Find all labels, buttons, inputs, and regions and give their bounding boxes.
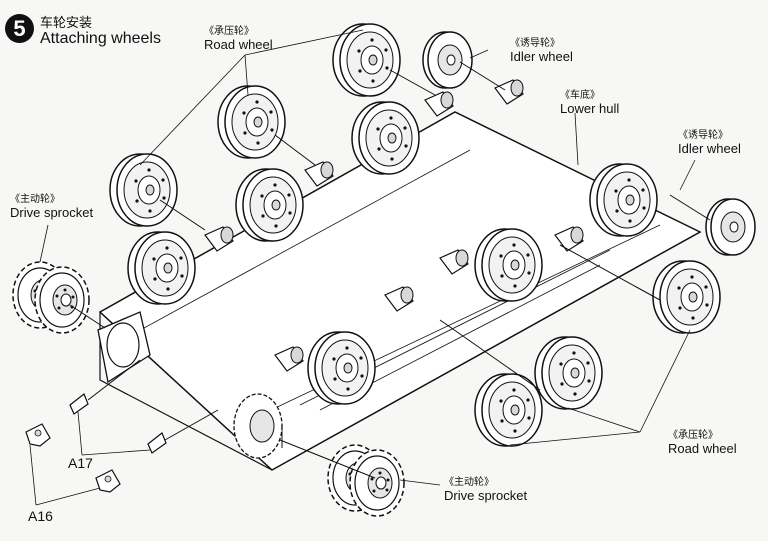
label-idler-wheel-right-cn: 《诱导轮》 xyxy=(678,130,728,141)
drive-sprocket-bottom xyxy=(327,444,405,517)
part-a17-upper xyxy=(69,393,89,415)
part-a16-upper xyxy=(25,423,51,447)
step-title-cn: 车轮安装 xyxy=(40,16,93,31)
label-drive-sprocket-bottom: 《主动轮》 Drive sprocket xyxy=(444,477,527,503)
road-wheel-top-4 xyxy=(235,168,304,242)
label-idler-wheel-right-en: Idler wheel xyxy=(678,140,741,156)
road-wheel-bottom-1 xyxy=(652,260,721,334)
label-road-wheel-bottom: 《承压轮》 Road wheel xyxy=(668,430,737,456)
road-wheel-top-1 xyxy=(109,153,178,227)
drive-sprocket-left xyxy=(12,261,90,334)
idler-wheel-top xyxy=(422,31,473,89)
leader-lines xyxy=(29,29,696,506)
rear-hub-left xyxy=(97,311,151,384)
label-lower-hull: 《车底》 Lower hull xyxy=(560,90,619,116)
step-number-badge: 5 xyxy=(5,14,34,43)
part-label-a16: A16 xyxy=(28,508,53,524)
label-lower-hull-cn: 《车底》 xyxy=(560,90,600,101)
front-hub xyxy=(233,393,283,459)
road-wheel-bottom-2 xyxy=(534,336,603,410)
assembly-arrows xyxy=(69,61,711,479)
part-a16-lower xyxy=(95,469,121,493)
label-road-wheel-top-cn: 《承压轮》 xyxy=(204,26,254,37)
idler-wheel-right xyxy=(705,198,756,256)
label-drive-sprocket-left: 《主动轮》 Drive sprocket xyxy=(10,194,93,220)
part-label-a17: A17 xyxy=(68,455,93,471)
road-wheel-hull-2 xyxy=(474,228,543,302)
label-idler-wheel-right: 《诱导轮》 Idler wheel xyxy=(678,130,741,156)
step-title-en: Attaching wheels xyxy=(40,30,161,47)
label-drive-sprocket-left-en: Drive sprocket xyxy=(10,204,94,220)
label-road-wheel-top-en: Road wheel xyxy=(204,36,273,52)
label-drive-sprocket-bottom-cn: 《主动轮》 xyxy=(444,477,494,488)
road-wheel-top-2 xyxy=(127,231,196,305)
label-idler-wheel-top-cn: 《诱导轮》 xyxy=(510,38,560,49)
label-drive-sprocket-bottom-en: Drive sprocket xyxy=(444,487,528,503)
label-road-wheel-bottom-en: Road wheel xyxy=(668,440,737,456)
label-idler-wheel-top: 《诱导轮》 Idler wheel xyxy=(510,38,573,64)
road-wheel-top-3 xyxy=(217,85,286,159)
road-wheel-top-5 xyxy=(332,23,401,97)
road-wheel-top-6 xyxy=(351,101,420,175)
label-drive-sprocket-left-cn: 《主动轮》 xyxy=(10,194,60,205)
road-wheel-hull-1 xyxy=(307,331,376,405)
road-wheel-hull-3 xyxy=(589,163,658,237)
label-road-wheel-top: 《承压轮》 Road wheel xyxy=(204,26,273,52)
label-road-wheel-bottom-cn: 《承压轮》 xyxy=(668,430,718,441)
part-a17-lower xyxy=(147,432,167,454)
label-idler-wheel-top-en: Idler wheel xyxy=(510,48,573,64)
label-lower-hull-en: Lower hull xyxy=(560,100,620,116)
